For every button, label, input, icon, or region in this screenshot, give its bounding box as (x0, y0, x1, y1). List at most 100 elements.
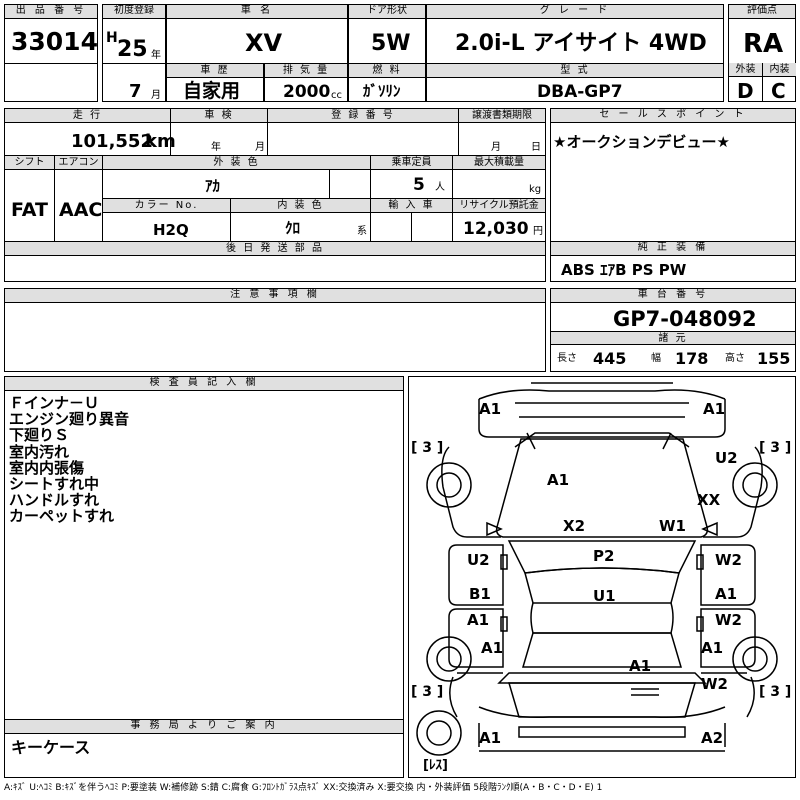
displacement-unit: cc (331, 90, 342, 101)
spare-tire: [ﾚｽ] (423, 758, 448, 773)
displacement: 2000 (283, 82, 331, 102)
height: 155 (757, 349, 791, 368)
car-name-label: 車 名 (167, 5, 347, 19)
first-registration-box: 初度登録 H 25 年 7 月 (102, 4, 166, 102)
inspection-label: 車 検 (171, 109, 268, 123)
tire-depth: [ 3 ] (411, 440, 444, 456)
fuel-label: 燃 料 (349, 64, 425, 78)
car-diagram (416, 382, 778, 756)
chassis-label: 車 台 番 号 (551, 289, 795, 303)
transfer-day-unit: 日 (531, 142, 541, 153)
office-box: 事 務 局 よ り ご 案 内 キーケース (4, 719, 404, 778)
capacity-unit: 人 (435, 182, 445, 193)
reg-year: 25 (117, 37, 148, 62)
reg-month-unit: 月 (151, 90, 161, 101)
car-name-box: 車 名 XV (166, 4, 348, 64)
door-label: ドア形状 (349, 5, 425, 19)
office-label: 事 務 局 よ り ご 案 内 (5, 720, 403, 734)
sales-point-text: ★オークションデビュー★ (553, 133, 730, 151)
score-box: 評価点 RA 外装 内装 D C (728, 4, 796, 102)
grade: 2.0i-L アイサイト 4WD (455, 31, 707, 56)
chassis-box: 車 台 番 号 GP7-048092 諸 元 長さ 445 幅 178 高さ 1… (550, 288, 796, 372)
score-label: 評価点 (729, 5, 795, 19)
era: H (106, 30, 118, 46)
inspector-line: 室内汚れ (9, 442, 70, 461)
equipment-text: ABS ｴｱB PS PW (561, 261, 687, 279)
max-load-unit: kg (529, 184, 542, 195)
tire-depth: [ 3 ] (759, 684, 792, 700)
inspector-box: 検 査 員 記 入 欄 Ｆインナ－Ｕ エンジン廻り異音 下廻りＳ 室内汚れ 室内… (4, 376, 404, 720)
damage-mark: B1 (469, 585, 491, 603)
damage-mark: W2 (701, 675, 728, 693)
damage-mark: U2 (467, 551, 490, 569)
registration-label: 登 録 番 号 (268, 109, 459, 123)
interior-label: 内装 (763, 63, 796, 77)
interior-score: C (771, 79, 786, 103)
damage-mark: A1 (715, 585, 738, 603)
damage-mark: A1 (479, 729, 502, 747)
inspector-line: Ｆインナ－Ｕ (9, 394, 100, 412)
damage-mark: W1 (659, 517, 686, 535)
mileage: 101,552 (71, 131, 153, 152)
fuel: ｶﾞｿﾘﾝ (363, 82, 401, 100)
recycle-fee: 12,030 (463, 219, 529, 239)
door-type: 5W (371, 31, 411, 56)
interior-color-unit: 系 (357, 226, 367, 237)
damage-mark: U2 (715, 449, 738, 467)
notes-box: 注 意 事 項 欄 (4, 288, 546, 372)
sales-point-box: セ ー ル ス ポ イ ン ト ★オークションデビュー★ (550, 108, 796, 242)
fuel-box: 燃 料 ｶﾞｿﾘﾝ (348, 63, 426, 102)
shift-label: シフト (5, 156, 55, 170)
shift: FAT (11, 199, 48, 221)
height-label: 高さ (725, 353, 745, 364)
car-diagram-box: A1 A1 U2 XX A1 X2 W1 P2 U2 W2 U1 B1 A1 A… (408, 376, 796, 778)
ac: AAC (59, 199, 103, 221)
transfer-label: 譲渡書類期限 (459, 109, 545, 123)
capacity-label: 乗車定員 (371, 156, 453, 170)
color-label: 外 装 色 (103, 156, 371, 170)
inspector-line: シートすれ中 (9, 475, 100, 494)
mileage-unit: km (145, 131, 176, 152)
inspector-line: 室内内張傷 (9, 458, 85, 477)
inspector-line: エンジン廻り異音 (9, 410, 130, 429)
model-box: 型 式 DBA-GP7 (426, 63, 724, 102)
exterior-score: D (737, 79, 754, 103)
length-label: 長さ (557, 353, 577, 364)
inspection-year-unit: 年 (211, 142, 221, 153)
damage-mark: A1 (547, 471, 570, 489)
lot-number-box: 出 品 番 号 33014 (4, 4, 98, 102)
damage-mark: P2 (593, 547, 615, 565)
damage-mark: A1 (629, 657, 652, 675)
damage-mark: XX (697, 491, 721, 509)
damage-mark: U1 (593, 587, 616, 605)
damage-mark: A1 (467, 611, 490, 629)
equipment-box: 純 正 装 備 ABS ｴｱB PS PW (550, 241, 796, 282)
reg-year-unit: 年 (151, 50, 161, 61)
history: 自家用 (183, 80, 241, 102)
interior-color: ｸﾛ (285, 219, 301, 237)
legend: A:ｷｽﾞ U:ﾍｺﾐ B:ｷｽﾞを伴うﾍｺﾐ P:要塗装 W:補修跡 S:錆 … (4, 783, 603, 793)
vehicle-info-block: 走 行 車 検 登 録 番 号 譲渡書類期限 101,552 km 年 月 月 … (4, 108, 546, 282)
sales-point-label: セ ー ル ス ポ イ ン ト (551, 109, 795, 123)
lot-number: 33014 (11, 27, 98, 56)
width-label: 幅 (651, 353, 661, 364)
length: 445 (593, 349, 627, 368)
chassis-number: GP7-048092 (613, 307, 757, 331)
first-reg-label: 初度登録 (103, 5, 165, 19)
history-box: 車 歴 自家用 (166, 63, 264, 102)
damage-mark: A1 (703, 400, 726, 418)
car-name: XV (245, 29, 283, 57)
damage-mark: X2 (563, 517, 586, 535)
damage-mark: A1 (481, 639, 504, 657)
damage-mark: A1 (701, 639, 724, 657)
lot-label: 出 品 番 号 (5, 5, 97, 19)
inspector-line: カーペットすれ (9, 507, 115, 526)
recycle-unit: 円 (533, 226, 543, 237)
ac-label: エアコン (55, 156, 103, 170)
grade-label: グ レ ー ド (427, 5, 723, 19)
model: DBA-GP7 (537, 82, 623, 102)
int-color-label: 内 装 色 (231, 199, 371, 213)
equipment-label: 純 正 装 備 (551, 242, 795, 256)
damage-mark: W2 (715, 611, 742, 629)
displacement-box: 排 気 量 2000 cc (264, 63, 348, 102)
